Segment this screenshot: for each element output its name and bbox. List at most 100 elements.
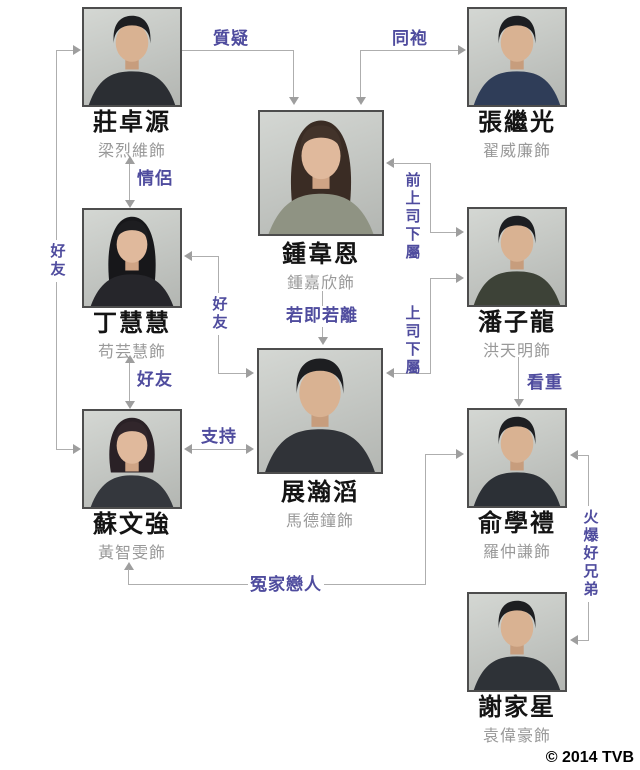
character-card-zhangjiguang: 張繼光 翟威廉飾 [467, 7, 567, 161]
connector-zhiyi-h [182, 50, 294, 51]
actor-name: 苟芸慧飾 [97, 344, 166, 362]
actor-name: 袁偉豪飾 [482, 728, 551, 746]
relationship-label-haoyou-dingzhan: 好友 [211, 293, 228, 335]
male-portrait-icon [473, 416, 561, 506]
actor-name: 羅仲謙飾 [482, 544, 551, 562]
photo-zhongweien [258, 110, 384, 236]
arrowhead-haoyou-left-bottom-icon [73, 444, 81, 454]
relationship-label-zhiyi: 質疑 [213, 29, 249, 48]
arrowhead-shangsi-right-icon [456, 273, 464, 283]
arrowhead-haoyou-dingzhan-left-icon [184, 251, 192, 261]
connector-haoyou-left-hbottom [56, 449, 74, 450]
connector-qinglv-v [129, 162, 130, 202]
character-card-panzilong: 潘子龍 洪天明飾 [467, 207, 567, 361]
connector-huobao-htop [577, 455, 589, 456]
character-name: 潘子龍 [478, 309, 556, 336]
arrowhead-tongpao-right-icon [458, 45, 466, 55]
actor-name: 洪天明飾 [482, 343, 551, 361]
connector-zhiyi-v [293, 50, 294, 98]
male-portrait-icon [473, 15, 561, 105]
photo-zhuangzhuoyuan [82, 7, 182, 107]
relationship-label-tongpao: 同袍 [392, 29, 428, 48]
relationship-label-ruojiruoli: 若即若離 [284, 306, 360, 327]
character-name: 張繼光 [478, 109, 556, 136]
character-name: 莊卓源 [93, 109, 171, 136]
arrowhead-tongpao-down-icon [356, 97, 366, 105]
arrowhead-shangsi-left-icon [386, 368, 394, 378]
arrowhead-haoyou-dingsu-up-icon [125, 355, 135, 363]
photo-dinghuihui [82, 208, 182, 308]
copyright-text: © 2014 TVB [545, 749, 634, 766]
relationship-label-yuanjia: 冤家戀人 [248, 575, 324, 596]
arrowhead-huobao-bottom-icon [570, 635, 578, 645]
arrowhead-haoyou-left-top-icon [73, 45, 81, 55]
arrowhead-qinglv-down-icon [125, 200, 135, 208]
actor-name: 馬德鐘飾 [285, 513, 354, 531]
female-portrait-icon [90, 417, 174, 507]
arrowhead-qinglv-up-icon [125, 156, 135, 164]
arrowhead-zhichi-left-icon [184, 444, 192, 454]
photo-suwenqiang [82, 409, 182, 509]
arrowhead-ruojiruoli-down-icon [318, 337, 328, 345]
relationship-label-zhichi: 支持 [201, 427, 237, 446]
relationship-label-kanzhong: 看重 [527, 373, 563, 392]
connector-zhichi-h [191, 449, 248, 450]
photo-yuxueli [467, 408, 567, 508]
arrowhead-huobao-top-icon [570, 450, 578, 460]
arrowhead-yuanjia-right-icon [456, 449, 464, 459]
character-card-dinghuihui: 丁慧慧 苟芸慧飾 [82, 208, 182, 362]
connector-qianshangsi-hbottom [430, 232, 457, 233]
arrowhead-kanzhong-down-icon [514, 399, 524, 407]
relationship-label-shangsi: 上司下屬 [403, 305, 421, 377]
character-name: 丁慧慧 [93, 310, 171, 337]
character-card-zhongweien: 鍾韋恩 鍾嘉欣飾 [258, 110, 384, 293]
character-name: 鍾韋恩 [282, 241, 360, 268]
arrowhead-qianshangsi-left-icon [386, 158, 394, 168]
relationship-label-qianshangsi: 前上司下屬 [403, 172, 421, 262]
connector-yuanjia-htop [425, 454, 457, 455]
character-card-yuxueli: 俞學禮 羅仲謙飾 [467, 408, 567, 562]
character-card-xiejiaxing: 謝家星 袁偉豪飾 [467, 592, 567, 746]
connector-yuanjia-vleft [128, 569, 129, 585]
connector-shangsi-htop [430, 278, 457, 279]
actor-name: 鍾嘉欣飾 [286, 275, 355, 293]
character-name: 俞學禮 [478, 510, 556, 537]
male-portrait-icon [88, 15, 176, 105]
connector-tongpao-v [360, 50, 361, 98]
character-name: 謝家星 [478, 694, 556, 721]
photo-xiejiaxing [467, 592, 567, 692]
connector-huobao-hbottom [577, 640, 589, 641]
male-portrait-icon [265, 358, 375, 472]
actor-name: 梁烈維飾 [97, 143, 166, 161]
character-name: 展瀚滔 [281, 479, 359, 506]
photo-zhangjiguang [467, 7, 567, 107]
relationship-label-huobao: 火爆好兄弟 [582, 506, 599, 602]
character-name: 蘇文強 [93, 511, 171, 538]
relationship-label-haoyou-dingsu: 好友 [137, 370, 173, 389]
relationship-label-haoyou-left: 好友 [49, 240, 66, 282]
connector-shangsi-v [430, 278, 431, 373]
connector-tongpao-h [360, 50, 460, 51]
male-portrait-icon [473, 600, 561, 690]
connector-haoyou-dingzhan-hbottom [218, 373, 247, 374]
relationship-label-qinglv: 情侶 [137, 169, 173, 188]
character-card-suwenqiang: 蘇文強 黃智雯飾 [82, 409, 182, 563]
connector-haoyou-dingzhan-htop [191, 256, 219, 257]
connector-qianshangsi-v [430, 163, 431, 233]
character-card-zhuangzhuoyuan: 莊卓源 梁烈維飾 [82, 7, 182, 161]
connector-qianshangsi-htop [393, 163, 431, 164]
connector-shangsi-hbottom [393, 373, 431, 374]
female-portrait-icon [90, 216, 174, 306]
photo-zhanhantao [257, 348, 383, 474]
connector-yuanjia-vright [425, 454, 426, 585]
actor-name: 黃智雯飾 [97, 545, 166, 563]
connector-haoyou-dingsu-v [129, 361, 130, 403]
arrowhead-zhichi-right-icon [246, 444, 254, 454]
connector-kanzhong-v [518, 357, 519, 401]
photo-panzilong [467, 207, 567, 307]
arrowhead-zhiyi-down-icon [289, 97, 299, 105]
actor-name: 翟威廉飾 [482, 143, 551, 161]
arrowhead-yuanjia-up-icon [124, 562, 134, 570]
male-portrait-icon [473, 215, 561, 305]
